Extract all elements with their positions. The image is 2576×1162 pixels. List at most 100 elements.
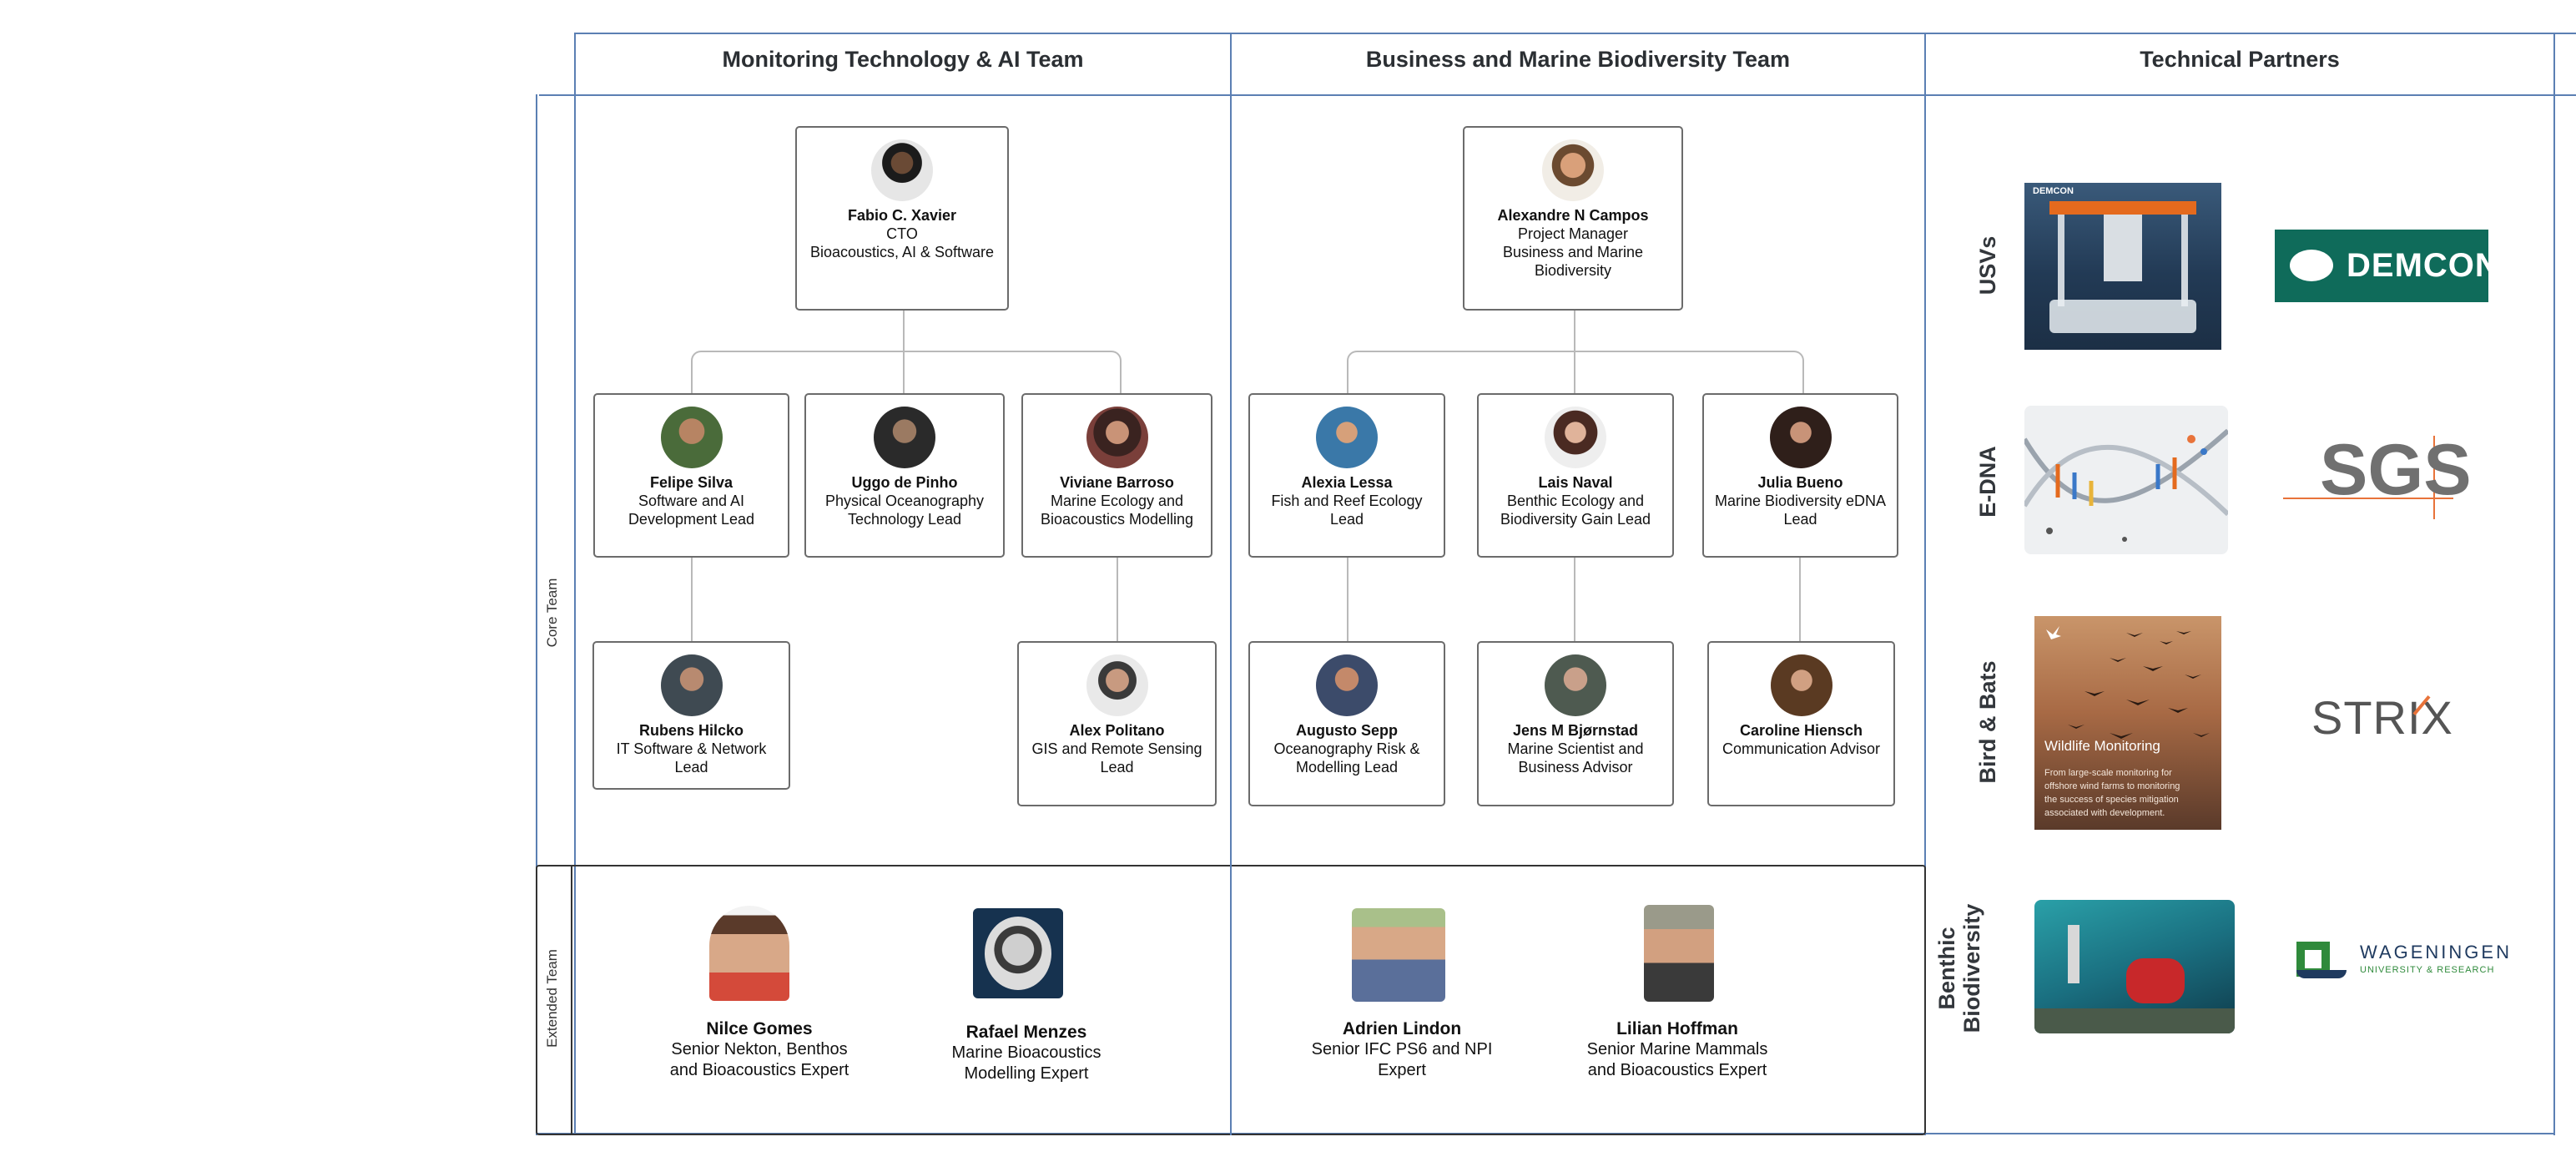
avatar <box>1316 654 1378 716</box>
avatar <box>1086 654 1148 716</box>
person-role: Lead <box>1783 511 1817 528</box>
connector <box>1347 351 1804 396</box>
person-card-felipe[interactable]: Felipe Silva Software and AI Development… <box>593 393 789 558</box>
person-role: Marine Ecology and <box>1050 493 1184 509</box>
person-card-julia[interactable]: Julia Bueno Marine Biodiversity eDNA Lea… <box>1702 393 1898 558</box>
person-role: Marine Biodiversity eDNA <box>1714 493 1887 509</box>
person-role: Senior Marine Mammals <box>1586 1040 1768 1058</box>
frame-top <box>574 33 2576 34</box>
person-role: and Bioacoustics Expert <box>669 1061 849 1079</box>
wildlife-card-text: From large-scale monitoring for offshore… <box>2044 768 2180 818</box>
person-name: Augusto Sepp <box>1296 722 1398 739</box>
wageningen-logo: WAGENINGEN UNIVERSITY & RESEARCH <box>2296 935 2522 985</box>
connector <box>691 558 693 641</box>
column-header-partners: Technical Partners <box>2140 47 2340 72</box>
sgs-logo-text: SGS <box>2320 430 2472 510</box>
person-role: Senior Nekton, Benthos <box>671 1040 848 1058</box>
person-card-fabio[interactable]: Fabio C. Xavier CTO Bioacoustics, AI & S… <box>795 126 1009 311</box>
category-benthic-line2: Biodiversity <box>1959 903 1984 1033</box>
person-card-rubens[interactable]: Rubens Hilcko IT Software & Network Lead <box>592 641 790 790</box>
diver-photo <box>2034 900 2235 1033</box>
header-bottom-line <box>539 94 2576 96</box>
avatar <box>1770 654 1832 716</box>
extended-label-divider <box>571 865 572 1135</box>
avatar <box>871 139 933 201</box>
person-card-alex[interactable]: Alex Politano GIS and Remote Sensing Lea… <box>1017 641 1217 806</box>
connector <box>691 351 1122 396</box>
person-card-viviane[interactable]: Viviane Barroso Marine Ecology and Bioac… <box>1021 393 1212 558</box>
person-role: Expert <box>1378 1061 1426 1079</box>
person-card-augusto[interactable]: Augusto Sepp Oceanography Risk & Modelli… <box>1248 641 1445 806</box>
frame-right <box>2553 33 2555 1135</box>
strix-logo: STRIX <box>2311 689 2462 747</box>
category-usvs: USVs <box>1975 235 2000 296</box>
person-role: Technology Lead <box>847 511 962 528</box>
wildlife-card-title: Wildlife Monitoring <box>2044 738 2160 754</box>
person-role: Fish and Reef Ecology <box>1271 493 1423 509</box>
person-name: Rubens Hilcko <box>638 722 744 739</box>
person-role: GIS and Remote Sensing <box>1031 740 1202 757</box>
connector <box>903 311 905 352</box>
person-role: IT Software & Network <box>616 740 767 757</box>
col1-left-line <box>574 33 576 1135</box>
person-role: Business and Marine <box>1502 244 1644 260</box>
person-name: Lais Naval <box>1538 474 1613 491</box>
col-divider-2 <box>1924 33 1926 1135</box>
column-header-monitoring: Monitoring Technology & AI Team <box>722 47 1084 72</box>
avatar <box>1545 654 1606 716</box>
category-edna: E-DNA <box>1975 446 2000 518</box>
person-name: Alex Politano <box>1069 722 1165 739</box>
person-name: Rafael Menzes <box>965 1023 1087 1042</box>
person-name: Felipe Silva <box>649 474 733 491</box>
demcon-logo-text: DEMCON <box>2347 247 2500 284</box>
avatar <box>1542 139 1604 201</box>
person-card-caroline[interactable]: Caroline Hiensch Communication Advisor <box>1707 641 1895 806</box>
person-role: Lead <box>674 759 708 776</box>
connector <box>1574 558 1575 641</box>
person-role: Benthic Ecology and <box>1506 493 1645 509</box>
person-role: Marine Scientist and <box>1507 740 1644 757</box>
wildlife-monitoring-card: Wildlife Monitoring From large-scale mon… <box>2034 616 2221 830</box>
person-name: Adrien Lindon <box>1342 1019 1462 1038</box>
photo-adrien <box>1352 908 1445 1002</box>
person-card-jens[interactable]: Jens M Bjørnstad Marine Scientist and Bu… <box>1477 641 1674 806</box>
person-role: Bioacoustics Modelling <box>1040 511 1194 528</box>
connector <box>1799 558 1801 641</box>
person-role: Physical Oceanography <box>824 493 985 509</box>
photo-lilian <box>1644 905 1714 1002</box>
avatar <box>1769 407 1832 468</box>
connector <box>1574 351 1575 394</box>
person-role: Senior IFC PS6 and NPI <box>1311 1040 1493 1058</box>
avatar <box>874 407 935 468</box>
avatar <box>660 654 723 716</box>
person-role: Business Advisor <box>1518 759 1633 776</box>
connector <box>1117 558 1118 641</box>
person-card-lais[interactable]: Lais Naval Benthic Ecology and Biodivers… <box>1477 393 1674 558</box>
photo-nilce <box>709 906 789 1001</box>
connector <box>1347 558 1348 641</box>
person-role: Development Lead <box>628 511 755 528</box>
person-role: Project Manager <box>1517 225 1629 242</box>
row-label-core: Core Team <box>544 578 560 648</box>
category-benthic-line1: Benthic <box>1934 927 1959 1010</box>
person-role: Biodiversity Gain Lead <box>1500 511 1651 528</box>
person-card-alexia[interactable]: Alexia Lessa Fish and Reef Ecology Lead <box>1248 393 1445 558</box>
person-card-alexandre[interactable]: Alexandre N Campos Project Manager Busin… <box>1463 126 1683 311</box>
column-header-business: Business and Marine Biodiversity Team <box>1365 47 1791 72</box>
avatar <box>1316 407 1378 468</box>
person-name: Viviane Barroso <box>1060 474 1174 491</box>
avatar <box>660 407 723 468</box>
person-name: Lilian Hoffman <box>1616 1019 1738 1038</box>
person-name: Nilce Gomes <box>706 1019 813 1038</box>
person-name: Alexandre N Campos <box>1497 207 1649 224</box>
sgs-logo: SGS <box>2283 417 2483 519</box>
connector <box>1574 311 1575 352</box>
row-label-extended: Extended Team <box>544 949 560 1048</box>
person-name: Jens M Bjørnstad <box>1512 722 1639 739</box>
person-card-uggo[interactable]: Uggo de Pinho Physical Oceanography Tech… <box>804 393 1005 558</box>
usv-photo-label: DEMCON <box>2033 186 2074 196</box>
person-name: Alexia Lessa <box>1301 474 1393 491</box>
person-role: Marine Bioacoustics <box>951 1043 1101 1062</box>
row-label-left-line <box>536 94 537 1135</box>
person-role: Modelling Expert <box>964 1064 1089 1083</box>
